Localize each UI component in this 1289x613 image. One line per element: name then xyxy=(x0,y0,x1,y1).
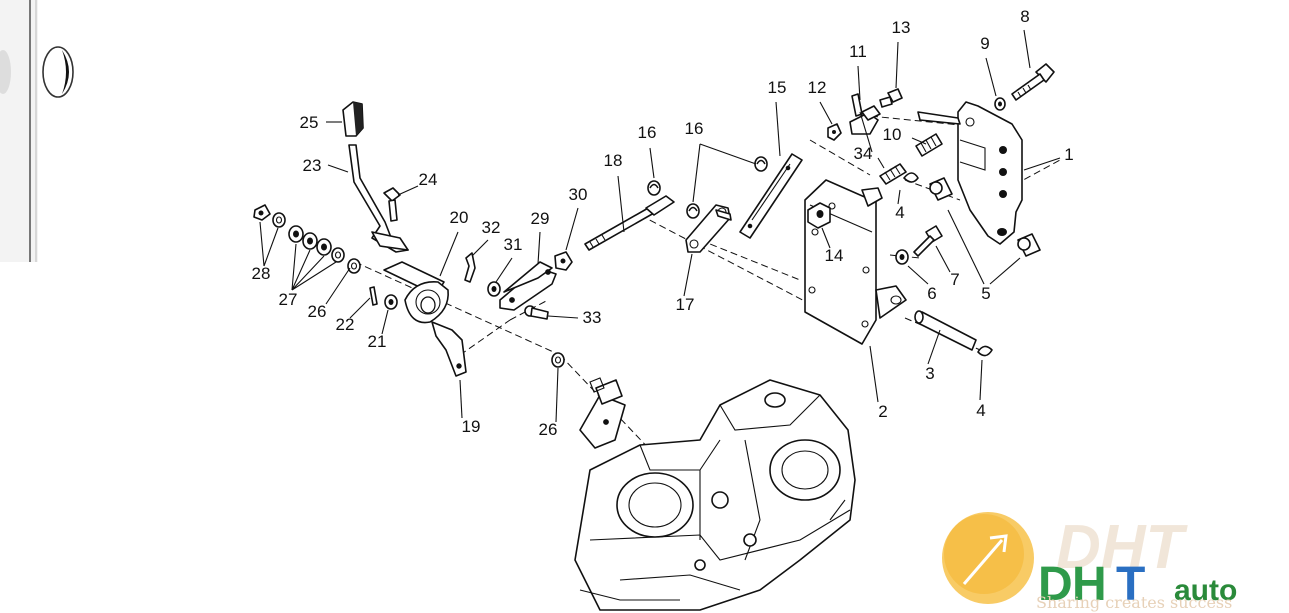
clip-16a xyxy=(647,180,661,196)
watermark-big-letters: DHT xyxy=(1056,513,1189,582)
callout-6: 6 xyxy=(927,284,936,303)
callout-1: 1 xyxy=(1064,145,1073,164)
callout-33: 33 xyxy=(583,308,602,327)
page-edge-artifact xyxy=(0,0,74,262)
bolt-8 xyxy=(1011,63,1055,101)
link-17 xyxy=(685,204,732,253)
leader-lines xyxy=(259,29,1061,423)
callout-11: 11 xyxy=(849,42,867,61)
fitting-11 xyxy=(849,93,881,135)
clip-16b xyxy=(686,203,700,219)
engine-block xyxy=(574,379,856,611)
callout-15: 15 xyxy=(768,78,787,97)
callout-2: 2 xyxy=(878,402,887,421)
callout-29: 29 xyxy=(531,209,550,228)
sun-arrow-icon xyxy=(942,512,1034,604)
bolt-7 xyxy=(913,225,943,257)
callout-17: 17 xyxy=(676,295,695,314)
watermark-slogan: Sharing creates success xyxy=(1036,593,1232,612)
main-bracket-1 xyxy=(917,101,1023,245)
knob-25 xyxy=(342,101,364,137)
callout-28: 28 xyxy=(252,264,271,283)
callout-3: 3 xyxy=(925,364,934,383)
callout-25: 25 xyxy=(300,113,319,132)
shaft-3 xyxy=(914,310,977,351)
callout-27: 27 xyxy=(279,290,298,309)
bush-5b xyxy=(1017,233,1041,257)
collar-14 xyxy=(807,202,831,229)
callout-21: 21 xyxy=(368,332,387,351)
clip-4b xyxy=(977,345,993,357)
clip-16c xyxy=(754,156,768,172)
pin-33 xyxy=(524,305,549,320)
bolt-13 xyxy=(879,88,903,108)
bolt-24 xyxy=(383,187,401,222)
svg-text:auto: auto xyxy=(1174,574,1237,607)
brand-letters: D H T auto xyxy=(1038,558,1237,611)
washer-stack-27-28 xyxy=(253,204,361,274)
callout-8: 8 xyxy=(1020,7,1029,26)
nut-12 xyxy=(827,123,842,141)
callout-12: 12 xyxy=(808,78,827,97)
callout-10: 10 xyxy=(883,125,902,144)
callout-16: 16 xyxy=(638,123,657,142)
callout-7: 7 xyxy=(950,270,959,289)
callout-19: 19 xyxy=(462,417,481,436)
svg-text:H: H xyxy=(1072,558,1107,611)
callout-14: 14 xyxy=(825,246,844,265)
dht-auto-watermark: DHT D H T auto Sharing creates success xyxy=(942,512,1237,612)
lever-23 xyxy=(348,144,409,253)
pin-22 xyxy=(369,286,378,306)
callout-32: 32 xyxy=(482,218,501,237)
engine-bracket xyxy=(579,377,626,449)
rod-18 xyxy=(584,195,675,251)
svg-text:D: D xyxy=(1038,558,1073,611)
washer-6 xyxy=(895,249,909,265)
callout-20: 20 xyxy=(450,208,469,227)
callout-5: 5 xyxy=(981,284,990,303)
callout-26: 26 xyxy=(308,302,327,321)
spring-10 xyxy=(915,133,943,157)
callout-4: 4 xyxy=(895,203,904,222)
clevis-29 xyxy=(499,261,557,311)
callout-16: 16 xyxy=(685,119,704,138)
bush-5a xyxy=(929,177,953,201)
callout-4: 4 xyxy=(976,401,985,420)
callout-13: 13 xyxy=(892,18,911,37)
spring-34 xyxy=(879,163,907,185)
arm-20 xyxy=(383,261,467,377)
washer-9 xyxy=(994,97,1006,111)
plate-15 xyxy=(739,153,803,239)
callout-31: 31 xyxy=(504,235,523,254)
washer-26b xyxy=(551,352,565,368)
nut-30 xyxy=(554,251,573,271)
callout-30: 30 xyxy=(569,185,588,204)
callout-22: 22 xyxy=(336,315,355,334)
callout-26: 26 xyxy=(539,420,558,439)
callout-18: 18 xyxy=(604,151,623,170)
washer-21 xyxy=(384,294,398,310)
washer-31 xyxy=(487,281,501,297)
callout-9: 9 xyxy=(980,34,989,53)
svg-text:T: T xyxy=(1116,558,1145,611)
clip-4a xyxy=(903,172,919,183)
callout-23: 23 xyxy=(303,156,322,175)
callout-24: 24 xyxy=(419,170,438,189)
callout-34: 34 xyxy=(854,144,873,163)
split-pin-32 xyxy=(464,252,476,283)
